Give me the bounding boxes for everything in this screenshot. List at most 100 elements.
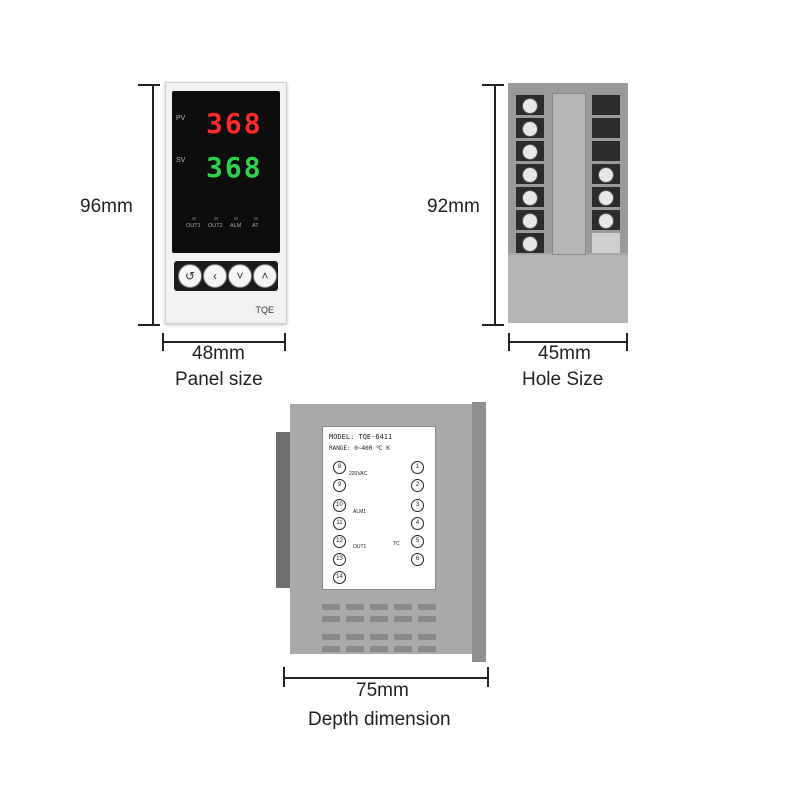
hole-width-line: [508, 341, 628, 343]
hole-height-line: [494, 84, 496, 326]
vent-slot: [394, 616, 412, 622]
vent-slot: [370, 616, 388, 622]
hole-height-tick-top: [482, 84, 504, 86]
sv-readout: 368: [206, 151, 263, 184]
vent-slot: [418, 604, 436, 610]
pin-9: 9: [333, 479, 346, 492]
vent-slot: [418, 646, 436, 652]
panel-height-line: [152, 84, 154, 326]
supply-text: 220VAC: [349, 471, 368, 477]
panel-height-label: 96mm: [80, 196, 133, 217]
terminal-label-strip: [552, 93, 586, 255]
pin-8: 8: [333, 461, 346, 474]
vent-slot: [322, 646, 340, 652]
vent-slot: [346, 634, 364, 640]
depth-width-tick-right: [487, 667, 489, 687]
indicator-alm: ALM: [230, 223, 242, 229]
hole-caption: Hole Size: [522, 369, 604, 390]
model-text: MODEL: TQE-6411: [329, 433, 393, 441]
vent-slot: [370, 646, 388, 652]
screw-icon: [522, 213, 538, 229]
panel-width-line: [162, 341, 286, 343]
front-bezel-edge: [472, 402, 486, 662]
panel-height-tick-bottom: [138, 324, 160, 326]
tc-text: TC: [393, 541, 400, 547]
depth-width-line: [283, 677, 489, 679]
hole-height-label: 92mm: [427, 196, 480, 217]
terminal-left-2: [516, 118, 544, 138]
controller-side-view: MODEL: TQE-6411 RANGE: 0~400 ℃ K 8 9 10 …: [276, 402, 486, 662]
alm-led: [234, 217, 238, 220]
vent-slots: [592, 233, 620, 253]
screw-icon: [598, 213, 614, 229]
pin-13: 13: [333, 553, 346, 566]
out-text: OUT1: [353, 544, 367, 550]
hole-height-tick-bottom: [482, 324, 504, 326]
controller-front-panel: PV SV 368 368 OUT1 OUT2 ALM AT ↺ ‹ ˅ ˄ T…: [165, 82, 287, 324]
screw-icon: [522, 167, 538, 183]
terminal-edge: [276, 432, 290, 588]
vent-slot: [394, 634, 412, 640]
indicator-at: AT: [252, 223, 259, 229]
depth-caption: Depth dimension: [308, 709, 451, 730]
panel-height-tick-top: [138, 84, 160, 86]
vent-slot: [346, 616, 364, 622]
vent-slot: [346, 646, 364, 652]
pin-1: 1: [411, 461, 424, 474]
terminal-right-4: [592, 164, 620, 184]
panel-width-tick-right: [284, 333, 286, 351]
pin-11: 11: [333, 517, 346, 530]
at-led: [254, 217, 258, 220]
shift-key[interactable]: ‹: [203, 264, 227, 288]
depth-width-label: 75mm: [356, 680, 409, 701]
terminal-left-7: [516, 233, 544, 253]
set-key[interactable]: ↺: [178, 264, 202, 288]
vent-slot: [370, 604, 388, 610]
vent-slot: [394, 604, 412, 610]
terminal-right-6: [592, 210, 620, 230]
panel-width-label: 48mm: [192, 343, 245, 364]
brand-label: TQE: [255, 305, 274, 315]
terminal-right-5: [592, 187, 620, 207]
screw-icon: [522, 144, 538, 160]
terminal-right-2: [592, 118, 620, 138]
alarm-text: ALM1: [353, 509, 367, 515]
vent-slot: [370, 634, 388, 640]
screw-icon: [598, 167, 614, 183]
screw-icon: [522, 98, 538, 114]
depth-width-tick-left: [283, 667, 285, 687]
display-screen: PV SV 368 368 OUT1 OUT2 ALM AT: [172, 91, 280, 253]
vent-slot: [322, 634, 340, 640]
out2-led: [214, 217, 218, 220]
terminal-right-1: [592, 95, 620, 115]
pv-tag: PV: [176, 115, 186, 122]
controller-rear-view: [508, 83, 628, 323]
down-key[interactable]: ˅: [228, 264, 252, 288]
terminal-left-1: [516, 95, 544, 115]
up-key[interactable]: ˄: [253, 264, 277, 288]
hole-width-tick-right: [626, 333, 628, 351]
vent-slot: [418, 634, 436, 640]
screw-icon: [522, 190, 538, 206]
panel-caption: Panel size: [175, 369, 263, 390]
keypad: ↺ ‹ ˅ ˄: [174, 261, 278, 291]
housing-lower: [508, 255, 628, 323]
vent-slot: [394, 646, 412, 652]
vent-slot: [346, 604, 364, 610]
out1-led: [192, 217, 196, 220]
pin-4: 4: [411, 517, 424, 530]
vent-slot: [322, 616, 340, 622]
screw-icon: [522, 236, 538, 252]
terminal-left-3: [516, 141, 544, 161]
indicator-out1: OUT1: [186, 223, 201, 229]
terminal-left-6: [516, 210, 544, 230]
pin-3: 3: [411, 499, 424, 512]
screw-icon: [598, 190, 614, 206]
pin-5: 5: [411, 535, 424, 548]
pv-readout: 368: [206, 107, 263, 140]
range-text: RANGE: 0~400 ℃ K: [329, 445, 390, 452]
vent-slot: [322, 604, 340, 610]
pin-12: 12: [333, 535, 346, 548]
terminal-left-5: [516, 187, 544, 207]
indicator-out2: OUT2: [208, 223, 223, 229]
